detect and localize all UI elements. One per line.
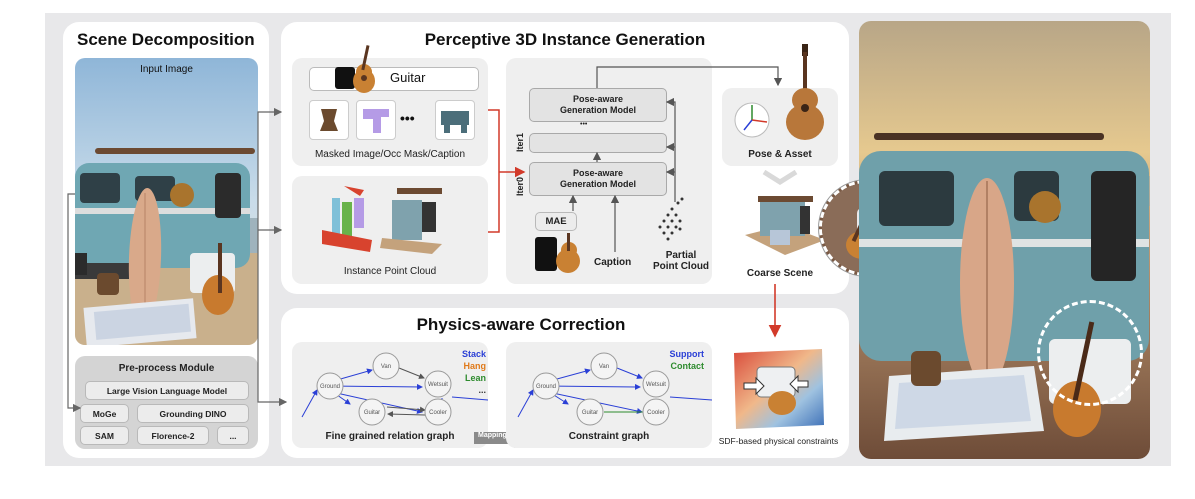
partial-point-cloud-icon xyxy=(658,197,684,241)
relation-graph: Ground Van Wetsuit Guitar Cooler xyxy=(301,352,488,426)
masked-caption: Masked Image/Occ Mask/Caption xyxy=(314,149,466,160)
module-moge: MoGe xyxy=(80,404,129,423)
partial-line1: Partial xyxy=(665,250,697,261)
legend-hang: Hang xyxy=(463,361,487,371)
con-node-wetsuit: Wetsuit xyxy=(646,382,666,388)
van-part-thumb xyxy=(435,100,475,140)
physics-correction-title: Physics-aware Correction xyxy=(416,315,626,334)
con-node-guitar: Guitar xyxy=(582,410,598,416)
input-image xyxy=(75,58,258,345)
scene-decomposition-title: Scene Decomposition xyxy=(77,30,255,49)
caption-label: Caption xyxy=(594,257,632,268)
stool-icon xyxy=(320,109,338,131)
partial-line2: Point Cloud xyxy=(652,261,710,272)
con-node-ground: Ground xyxy=(536,384,556,390)
mae-guitar-icon xyxy=(535,233,580,273)
generation-model-iter1: Pose-aware Generation Model xyxy=(529,88,667,122)
sdf-caption: SDF-based physical constraints xyxy=(718,436,839,446)
constraint-graph-caption: Constraint graph xyxy=(568,431,650,442)
van-beach-illustration xyxy=(75,58,258,345)
legend-stack: Stack xyxy=(461,349,486,359)
coarse-scene-illustration xyxy=(745,196,825,255)
rel-node-guitar: Guitar xyxy=(364,410,380,416)
con-node-van: Van xyxy=(599,364,609,370)
module-sam: SAM xyxy=(80,426,129,445)
instance-generation-arrows xyxy=(488,66,783,252)
sdf-constraint-illustration xyxy=(734,349,824,429)
legend-support: Support xyxy=(669,349,705,359)
guitar-caption-text: Guitar xyxy=(390,70,426,85)
partial-point-cloud-label: Partial Point Cloud xyxy=(651,250,711,272)
model-line2: Generation Model xyxy=(559,105,636,115)
mapping-label: Mapping xyxy=(478,432,507,439)
preprocess-title: Pre-process Module xyxy=(118,363,215,374)
point-cloud-box xyxy=(292,176,488,284)
rel-node-van: Van xyxy=(381,364,391,370)
rel-node-wetsuit: Wetsuit xyxy=(428,382,448,388)
guitar-thumbnail-icon xyxy=(335,45,375,93)
asset-guitar-icon xyxy=(786,44,824,140)
model-dots: ••• xyxy=(580,121,588,128)
input-image-label: Input Image xyxy=(140,64,193,75)
module-grounding-dino: Grounding DINO xyxy=(137,404,249,423)
wetsuit-thumb xyxy=(356,100,396,140)
legend-lean: Lean xyxy=(464,373,486,383)
rel-node-ground: Ground xyxy=(320,384,340,390)
instance-point-cloud-illustration xyxy=(322,186,442,254)
rel-node-cooler: Cooler xyxy=(429,410,447,416)
generation-model-iter0: Pose-aware Generation Model xyxy=(529,162,667,196)
wetsuit-mask-icon xyxy=(363,109,389,133)
mae-box: MAE xyxy=(535,212,577,231)
pose-asset-caption: Pose & Asset xyxy=(748,149,812,160)
module-florence: Florence-2 xyxy=(137,426,209,445)
model-line1: Pose-aware xyxy=(572,94,624,104)
constraint-graph: Ground Van Wetsuit Guitar Cooler xyxy=(517,352,712,426)
legend-contact: Contact xyxy=(670,361,705,371)
constraint-legend: Support Contact xyxy=(650,348,705,372)
down-chevron-icon xyxy=(762,170,798,185)
legend-more: ... xyxy=(478,385,486,395)
coarse-scene-caption: Coarse Scene xyxy=(746,268,814,279)
model-line1b: Pose-aware xyxy=(572,168,624,178)
van-mask-icon xyxy=(441,111,469,133)
relation-legend: Stack Hang Lean ... xyxy=(440,348,486,396)
stool-thumb xyxy=(309,100,349,140)
relation-graph-caption: Fine grained relation graph xyxy=(325,431,455,442)
point-cloud-caption: Instance Point Cloud xyxy=(343,266,437,277)
pose-axes-icon xyxy=(734,102,770,138)
output-zoom-circle xyxy=(1037,300,1143,406)
model-line2b: Generation Model xyxy=(559,179,636,189)
con-node-cooler: Cooler xyxy=(647,410,665,416)
module-more: ... xyxy=(217,426,249,445)
module-lvlm: Large Vision Language Model xyxy=(85,381,249,400)
instance-generation-title: Perceptive 3D Instance Generation xyxy=(424,30,706,49)
thumb-ellipsis: ••• xyxy=(400,110,415,126)
